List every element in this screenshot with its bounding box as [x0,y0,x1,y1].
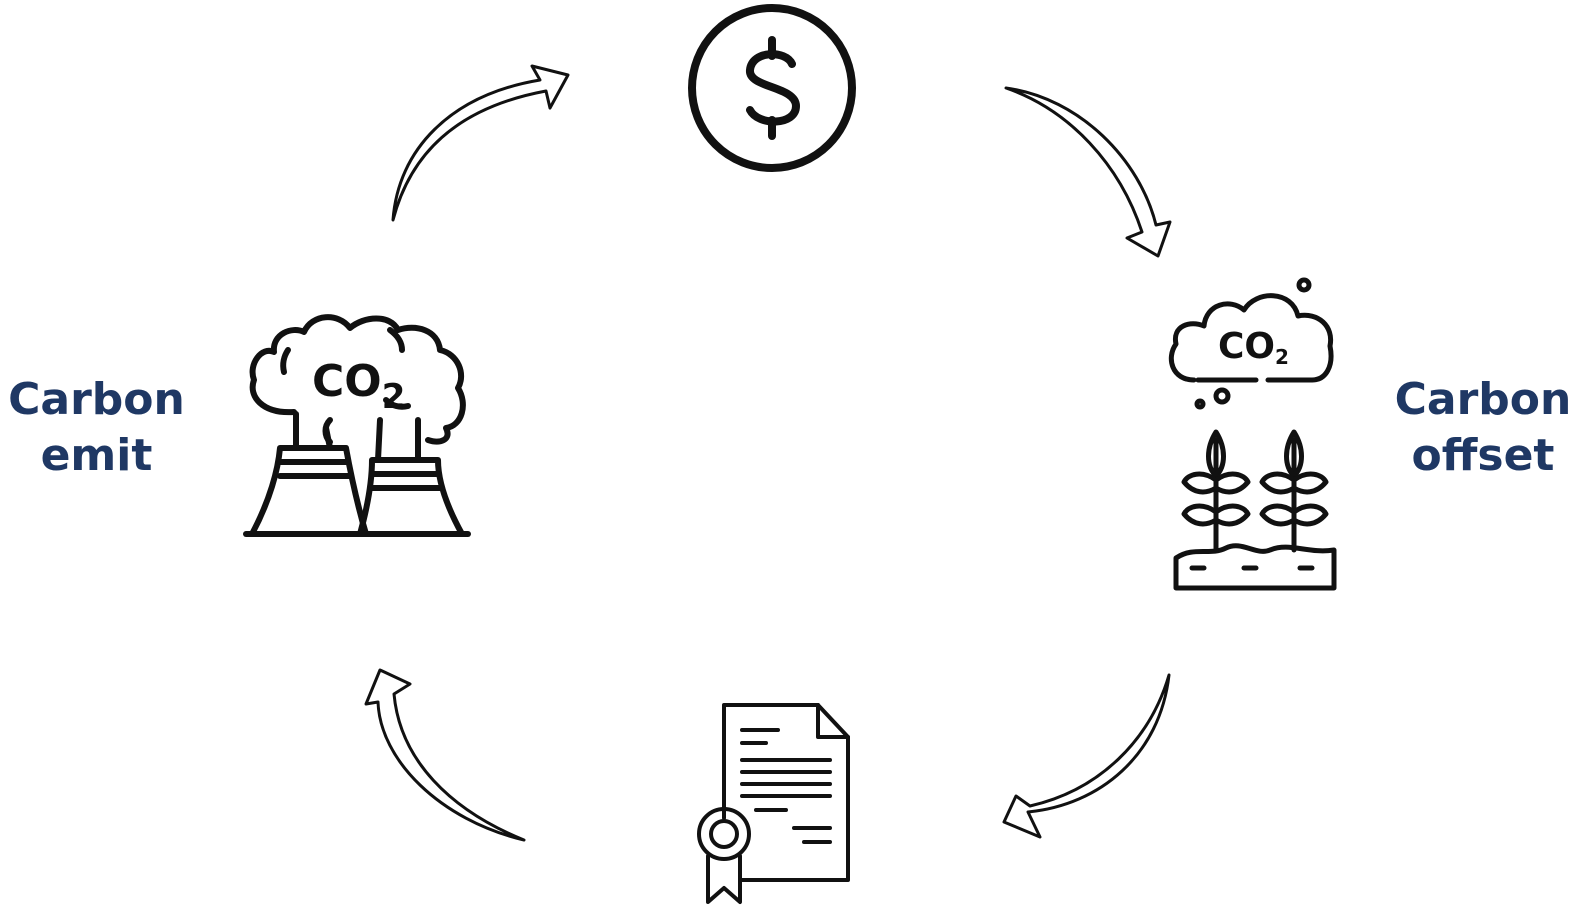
plants-co2-icon [1169,277,1337,591]
certificate-icon [697,703,850,904]
arrow-emit-to-money [391,64,570,222]
arrow-offset-to-certificate [1002,673,1171,839]
factory-co2-icon [243,314,471,537]
carbon-offset-line2: offset [1411,430,1555,481]
dollar-coin-icon [688,4,856,172]
carbon-emit-line1: Carbon [8,374,185,425]
carbon-emit-line2: emit [40,430,153,481]
carbon-emit-label: Carbon emit [4,372,189,484]
factory-co2-label: CO2 [312,356,405,417]
carbon-offset-label: Carbon offset [1388,372,1578,484]
carbon-offset-line1: Carbon [1394,374,1572,425]
arrow-money-to-offset [1004,86,1172,258]
plants-co2-label: CO2 [1218,326,1289,369]
arrow-certificate-to-emit [364,668,526,842]
